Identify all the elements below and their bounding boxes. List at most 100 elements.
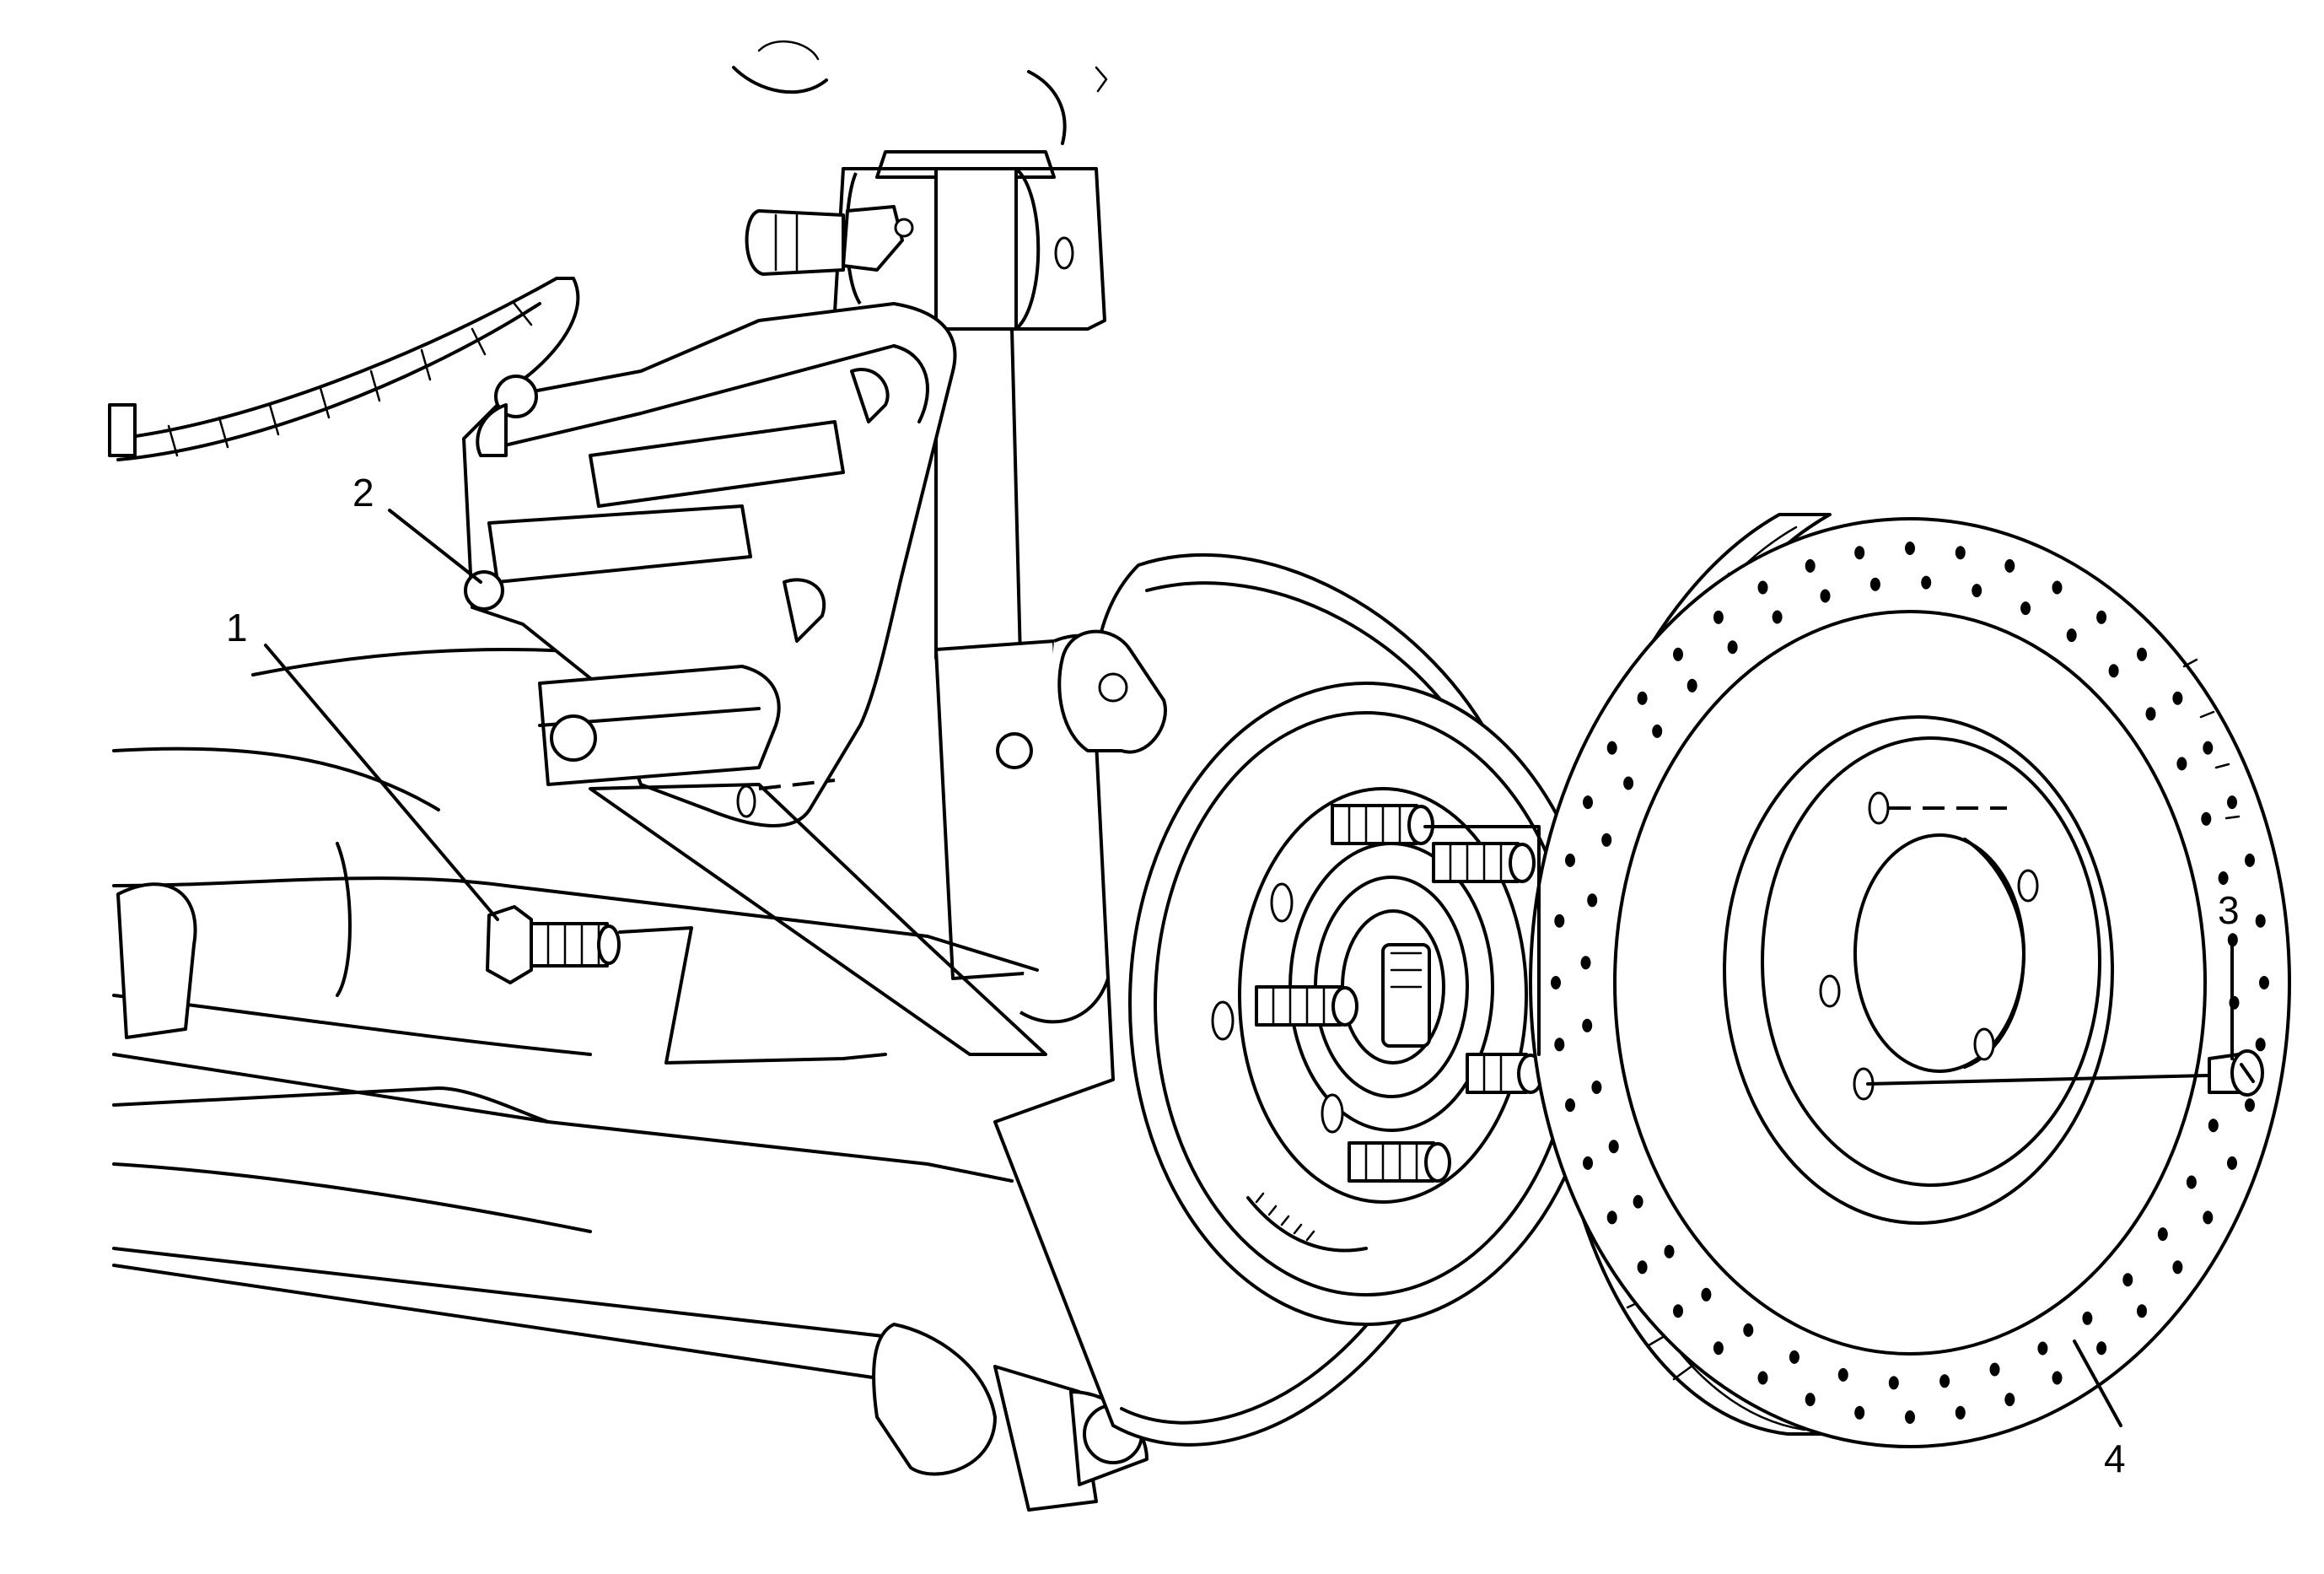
rotor-drill-hole [2052,580,2063,595]
rotor-drill-hole [1939,1374,1950,1388]
rotor-drill-hole [1587,893,1598,908]
rotor-drill-hole [1565,1098,1575,1113]
rotor-drill-hole [1713,610,1724,624]
rotor-drill-hole [1972,584,1982,598]
rotor-cross-drill-holes [1551,542,2269,1424]
rotor-drill-hole [1687,678,1697,693]
bolt-alignment-line [618,926,887,1065]
callout-1-label: 1 [226,606,248,650]
rotor-drill-hole [2052,1371,2063,1385]
rotor-drill-hole [2245,1098,2255,1113]
callout-1: 1 [226,606,499,921]
rotor-drill-hole [1869,577,1880,591]
rotor-drill-hole [2157,1227,2168,1242]
rotor-drill-hole [2082,1311,2093,1325]
control-arms [112,648,1149,1512]
rotor-drill-hole [1565,853,1575,867]
wheel-stud [1348,1141,1451,1183]
rotor-drill-hole [1583,1156,1593,1170]
callout-3-label: 3 [2218,888,2240,932]
rotor-drill-hole [1854,546,1865,560]
rotor-drill-hole [1673,1304,1683,1318]
wheel-stud [1432,842,1536,883]
callout-4-leader [2073,1340,2122,1427]
rotor-drill-hole [1989,1362,2000,1377]
rotor-drill-hole [2201,811,2212,826]
rotor-drill-hole [2066,628,2077,643]
rotor-drill-hole [2172,691,2183,705]
rotor-drill-hole [1582,1018,1593,1032]
rotor-drill-hole [2176,757,2187,771]
rotor-drill-hole [2203,1210,2214,1225]
rotor-drill-hole [1789,1350,1799,1364]
screw-alignment-line [1866,1074,2209,1086]
rotor-drill-hole [1652,724,1663,738]
callout-4: 4 [2073,1340,2126,1480]
rotor-drill-hole [1633,1194,1643,1209]
rotor-drill-hole [1743,1323,1754,1337]
rotor-drill-hole [1837,1367,1848,1382]
rotor-drill-hole [1664,1244,1675,1259]
rotor-drill-hole [1805,558,1816,573]
rotor-drill-hole [1701,1287,1712,1302]
rotor-drill-hole [1580,956,1591,970]
rotor-drill-hole [2186,1175,2197,1189]
rotor-drill-hole [1601,833,1612,847]
callout-1-leader [264,644,499,921]
brake-rotor [1529,513,2291,1448]
callout-2-leader [388,509,482,584]
rotor-drill-hole [1955,546,1966,560]
rotor-drill-hole [2227,795,2237,810]
rotor-drill-hole [2137,1304,2147,1318]
rotor-drill-hole [1757,1371,1768,1385]
rotor-drill-hole [1713,1341,1724,1356]
rotor-drill-hole [2004,1393,2015,1407]
rotor-drill-hole [2208,1119,2219,1133]
rotor-drill-hole [2037,1341,2048,1356]
rotor-drill-hole [1905,1410,1915,1424]
callout-3: 3 [2218,888,2240,1060]
rotor-retaining-screw [2208,1049,2264,1097]
rotor-drill-hole [1772,610,1783,624]
rotor-drill-hole [1673,647,1683,661]
wheel-stud [1331,804,1434,845]
rotor-drill-hole [1854,1405,1865,1420]
rotor-drill-hole [1905,542,1915,555]
rotor-drill-hole [2245,853,2255,867]
rotor-drill-hole [1583,795,1593,810]
rotor-drill-hole [2096,610,2107,624]
rotor-drill-hole [1637,691,1648,705]
rotor-drill-hole [1888,1376,1899,1390]
rotor-drill-hole [2218,871,2229,885]
rotor-drill-hole [1757,580,1768,595]
callout-2: 2 [352,471,482,584]
rotor-drill-hole [2255,1038,2266,1052]
brake-caliper-bracket [462,302,957,827]
rotor-drill-hole [1955,1405,1966,1420]
caliper-bracket-bolt [486,905,621,984]
wheel-studs [1255,804,1544,1183]
stud-alignment-line [1423,825,1541,1056]
rotor-drill-hole [1554,1038,1565,1052]
rotor-drill-hole [1554,914,1565,928]
rotor-drill-hole [1727,640,1738,655]
rotor-drill-hole [1608,1140,1619,1154]
rotor-drill-hole [1606,1210,1617,1225]
rotor-drill-hole [1921,575,1932,590]
rotor-drill-hole [2145,707,2156,721]
rotor-drill-hole [2020,601,2031,616]
rotor-drill-hole [2255,914,2266,928]
wheel-stud [1466,1053,1544,1094]
rotor-drill-hole [1591,1081,1602,1094]
rotor-drill-hole [2203,741,2214,755]
brake-hose [108,277,580,461]
rotor-drill-hole [1805,1393,1816,1407]
strut-assembly [732,40,1140,1160]
rotor-drill-hole [1637,1260,1648,1275]
callout-2-label: 2 [352,471,374,515]
rotor-drill-hole [2108,664,2119,678]
rotor-drill-hole [1606,741,1617,755]
rotor-drill-hole [1551,976,1561,989]
rotor-drill-hole [2096,1341,2107,1356]
